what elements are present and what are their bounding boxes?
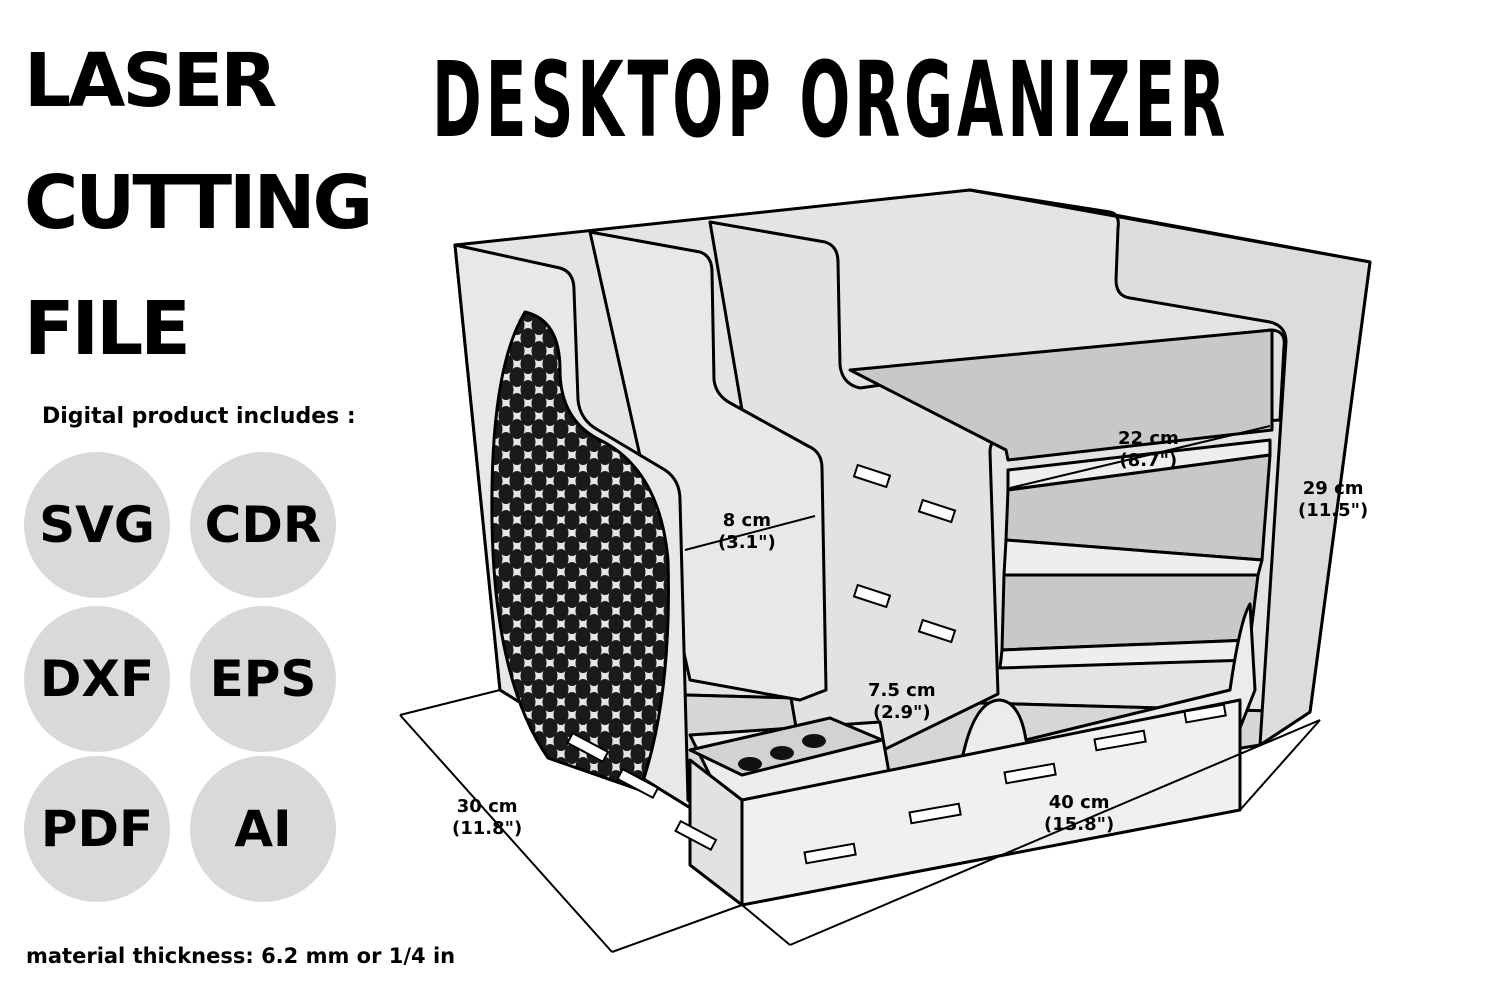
dim-width: 40 cm (15.8") xyxy=(1044,792,1114,835)
format-badge-dxf: DXF xyxy=(24,606,170,752)
pen-holes xyxy=(738,734,826,771)
depth-tick-a xyxy=(399,689,501,716)
dim-tray-imperial: (2.9") xyxy=(872,701,931,723)
slot-line xyxy=(684,515,816,551)
material-thickness-note: material thickness: 6.2 mm or 1/4 in xyxy=(26,944,456,968)
dim-depth-imperial: (11.8") xyxy=(452,817,523,839)
dim-height: 29 cm (11.5") xyxy=(1298,478,1368,521)
dim-height-metric: 29 cm xyxy=(1302,478,1364,499)
format-label: EPS xyxy=(209,650,317,708)
format-badge-eps: EPS xyxy=(190,606,336,752)
dim-tray-metric: 7.5 cm xyxy=(868,680,936,701)
width-tick-a xyxy=(741,904,791,946)
slot xyxy=(1093,729,1147,752)
slot xyxy=(1183,703,1227,724)
format-badge-svg: SVG xyxy=(24,452,170,598)
dim-shelf-metric: 22 cm xyxy=(1118,428,1179,449)
slot xyxy=(1003,762,1057,785)
slot xyxy=(803,842,857,865)
slot xyxy=(917,498,957,524)
format-label: SVG xyxy=(39,496,155,554)
dim-depth-metric: 30 cm xyxy=(456,796,518,817)
dim-height-imperial: (11.5") xyxy=(1298,499,1369,521)
slot xyxy=(674,819,718,852)
dim-shelf: 22 cm (8.7") xyxy=(1118,428,1179,471)
format-label: DXF xyxy=(39,650,155,708)
format-label: PDF xyxy=(40,800,154,858)
title-file: FILE xyxy=(24,286,191,372)
dim-slot: 8 cm (3.1") xyxy=(718,510,776,553)
slot xyxy=(908,802,962,825)
format-label: AI xyxy=(234,800,292,858)
depth-tick-b xyxy=(611,904,743,953)
slot xyxy=(616,767,660,800)
tab-slots xyxy=(566,463,1227,865)
pen-hole-1 xyxy=(738,757,762,771)
dimension-lines xyxy=(399,261,1371,953)
honeycomb-cutout xyxy=(490,310,670,792)
dim-width-metric: 40 cm xyxy=(1048,792,1110,813)
width-line xyxy=(789,719,1321,946)
includes-label: Digital product includes : xyxy=(42,404,356,429)
pen-hole-2 xyxy=(770,746,794,760)
right-side-panel xyxy=(968,188,1372,747)
shelf-top xyxy=(848,328,1274,462)
dim-slot-imperial: (3.1") xyxy=(718,531,776,553)
dim-depth: 30 cm (11.8") xyxy=(452,796,522,839)
format-label: CDR xyxy=(204,496,322,554)
pen-hole-3 xyxy=(802,734,826,748)
slot xyxy=(852,583,892,609)
slot-divider-panel xyxy=(588,230,828,702)
slot xyxy=(852,463,892,489)
shelf-2-surface xyxy=(1000,573,1260,652)
dim-slot-metric: 8 cm xyxy=(722,510,771,531)
format-badge-cdr: CDR xyxy=(190,452,336,598)
shelf-line xyxy=(1009,425,1271,489)
title-cutting: CUTTING xyxy=(24,160,373,246)
format-badge-ai: AI xyxy=(190,756,336,902)
dim-tray: 7.5 cm (2.9") xyxy=(868,680,936,723)
depth-line xyxy=(399,714,613,953)
height-line xyxy=(1309,261,1371,713)
format-badge-pdf: PDF xyxy=(24,756,170,902)
dim-shelf-imperial: (8.7") xyxy=(1119,449,1178,471)
title-laser: LASER xyxy=(24,38,277,124)
dim-width-imperial: (15.8") xyxy=(1044,813,1115,835)
slot xyxy=(917,618,957,644)
width-tick-b xyxy=(1239,719,1321,811)
slot xyxy=(566,731,610,764)
